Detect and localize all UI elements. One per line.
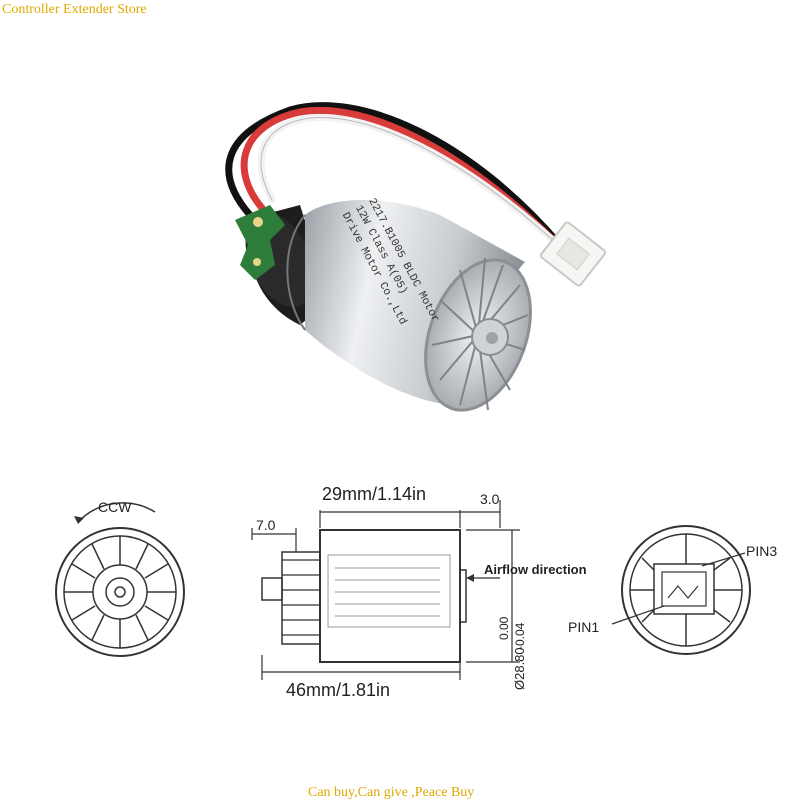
tolerance2-label: -0.04 — [513, 622, 527, 650]
length-top-label: 29mm/1.14in — [322, 484, 426, 504]
motor-photo: 2217.B1005 BLDC Motor 12W Class A(05) Dr… — [235, 197, 532, 412]
airflow-label: Airflow direction — [484, 562, 587, 577]
rear-view-drawing — [611, 525, 751, 655]
front-view-drawing — [55, 502, 185, 657]
tolerance-label: 0.00 — [497, 616, 511, 640]
diameter-label: Ø28.80 — [512, 647, 527, 690]
wire-connector — [539, 221, 607, 287]
pin1-label: PIN1 — [568, 619, 599, 635]
dim-7-label: 7.0 — [256, 517, 276, 533]
pin3-label: PIN3 — [746, 543, 777, 559]
dim-3-label: 3.0 — [480, 491, 500, 507]
motor-wires — [225, 102, 576, 262]
length-bottom-label: 46mm/1.81in — [286, 680, 390, 700]
watermark-top: Controller Extender Store — [2, 2, 147, 17]
watermark-bottom: Can buy,Can give ,Peace Buy — [308, 785, 475, 800]
side-view-drawing — [251, 500, 520, 680]
ccw-label: CCW — [98, 499, 132, 515]
